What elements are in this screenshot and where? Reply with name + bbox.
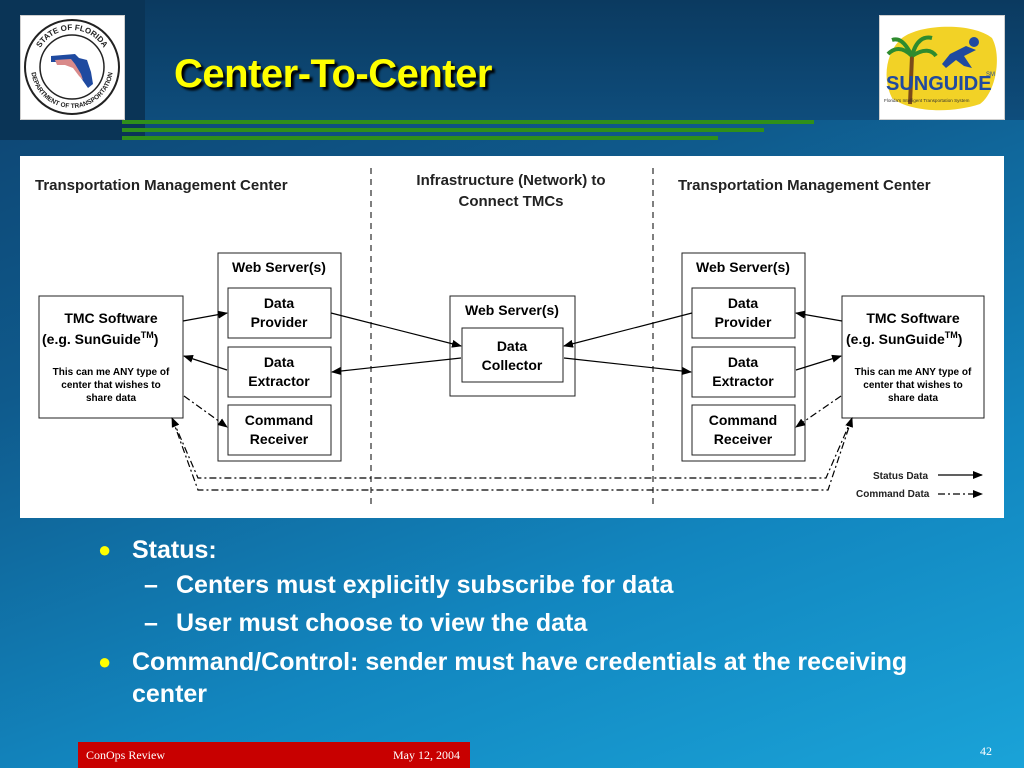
sunguide-logo: SUNGUIDE SM Florida's Intelligent Transp… — [879, 15, 1005, 120]
middle-web-server-label: Web Server(s) — [465, 302, 559, 318]
left-tmc-software-title: TMC Software — [64, 310, 158, 326]
sunguide-tagline: Florida's Intelligent Transportation Sys… — [884, 98, 970, 103]
data-collector-l2: Collector — [482, 357, 543, 373]
left-tmc-note-3: share data — [86, 393, 136, 404]
page-number: 42 — [980, 744, 992, 758]
slide-title: Center-To-Center — [174, 52, 492, 96]
bullet-dot-icon: ● — [98, 649, 112, 674]
right-data-provider-l2: Provider — [715, 314, 772, 330]
dash-icon: – — [144, 571, 158, 599]
title-rule-3 — [122, 136, 718, 140]
command-data-arrows — [171, 395, 853, 491]
title-rule-2 — [122, 128, 764, 132]
right-command-receiver-l1: Command — [709, 412, 777, 428]
sub-bullet-choose: – User must choose to view the data — [98, 604, 978, 643]
right-command-receiver-l2: Receiver — [714, 431, 773, 447]
right-data-extractor-l1: Data — [728, 354, 759, 370]
sunguide-wordmark: SUNGUIDE — [886, 73, 992, 95]
right-web-server-label: Web Server(s) — [696, 259, 790, 275]
middle-web-server: Web Server(s) Data Collector — [449, 295, 576, 397]
bullet-status: ● Status: — [98, 534, 978, 566]
bullet-list: ● Status: – Centers must explicitly subs… — [98, 534, 978, 710]
bullet-command-control: ● Command/Control: sender must have cred… — [98, 646, 978, 710]
right-tmc-software-example: (e.g. SunGuideTM) — [846, 330, 962, 347]
left-data-extractor-l1: Data — [264, 354, 295, 370]
left-tmc-note-2: center that wishes to — [61, 380, 160, 391]
right-tmc-heading: Transportation Management Center — [678, 177, 931, 194]
network-heading-line2: Connect TMCs — [459, 193, 564, 210]
right-data-provider-l1: Data — [728, 295, 759, 311]
dash-icon: – — [144, 609, 158, 637]
left-data-provider-l2: Provider — [251, 314, 308, 330]
right-data-extractor-l2: Extractor — [712, 373, 774, 389]
right-tmc-note-3: share data — [888, 393, 938, 404]
legend-status-label: Status Data — [873, 471, 928, 482]
footer-left-text: ConOps Review — [86, 748, 165, 762]
sub-bullet-subscribe: – Centers must explicitly subscribe for … — [98, 566, 978, 605]
left-data-extractor-l2: Extractor — [248, 373, 310, 389]
left-command-receiver-l1: Command — [245, 412, 313, 428]
title-rule-1 — [122, 120, 814, 124]
footer-bar: ConOps Review May 12, 2004 — [78, 742, 470, 768]
left-tmc-software-box: TMC Software (e.g. SunGuideTM) This can … — [38, 295, 184, 419]
sub-bullet-subscribe-text: Centers must explicitly subscribe for da… — [176, 571, 674, 599]
bullet-command-control-text: Command/Control: sender must have creden… — [132, 648, 908, 708]
header-band — [0, 0, 1024, 120]
legend-command-label: Command Data — [856, 489, 930, 500]
center-to-center-diagram: Transportation Management Center Infrast… — [20, 156, 1004, 518]
diagram-legend: Status Data Command Data — [856, 471, 983, 500]
right-web-server-group: Web Server(s) Data Provider Data Extract… — [681, 252, 806, 462]
network-heading-line1: Infrastructure (Network) to — [416, 172, 605, 189]
right-tmc-software-title: TMC Software — [866, 310, 960, 326]
right-tmc-note-1: This can me ANY type of — [855, 367, 972, 378]
left-tmc-note-1: This can me ANY type of — [53, 367, 170, 378]
left-command-receiver-l2: Receiver — [250, 431, 309, 447]
left-web-server-label: Web Server(s) — [232, 259, 326, 275]
sub-bullet-choose-text: User must choose to view the data — [176, 609, 588, 637]
fdot-logo: STATE OF FLORIDA DEPARTMENT OF TRANSPORT… — [20, 15, 125, 120]
bullet-status-text: Status: — [132, 536, 217, 564]
left-data-provider-l1: Data — [264, 295, 295, 311]
footer-date: May 12, 2004 — [393, 748, 460, 762]
right-tmc-software-box: TMC Software (e.g. SunGuideTM) This can … — [841, 295, 985, 419]
left-web-server-group: Web Server(s) Data Provider Data Extract… — [217, 252, 342, 462]
left-tmc-software-example: (e.g. SunGuideTM) — [42, 330, 158, 347]
sunguide-sm-mark: SM — [986, 72, 995, 78]
bullet-dot-icon: ● — [98, 537, 112, 562]
right-tmc-note-2: center that wishes to — [863, 380, 962, 391]
status-data-arrows — [182, 310, 843, 376]
left-tmc-heading: Transportation Management Center — [35, 177, 288, 194]
data-collector-l1: Data — [497, 338, 528, 354]
